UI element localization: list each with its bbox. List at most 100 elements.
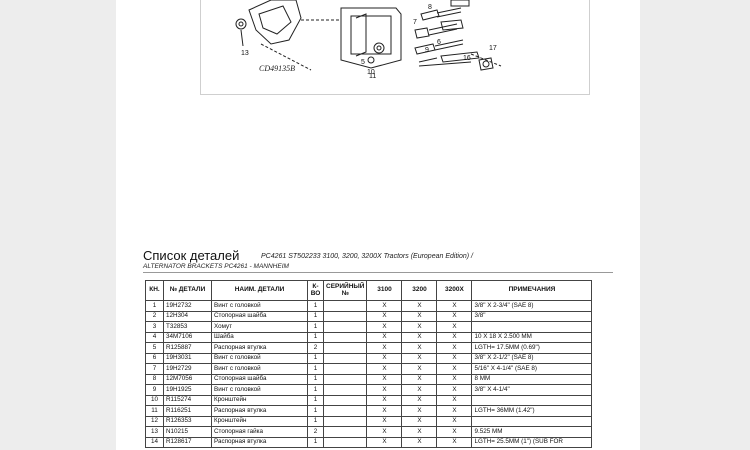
callout-7: 7: [413, 19, 417, 26]
cell-part-name: Стопорная гайка: [211, 426, 308, 438]
exploded-view-illustration: 13 11 8 7 6 5 10 9 16 17 CD49135B: [200, 0, 590, 95]
cell-quantity: 1: [307, 415, 324, 427]
cell-3200x: X: [436, 352, 473, 364]
cell-3100: X: [366, 436, 403, 448]
cell-quantity: 1: [307, 310, 324, 322]
cell-3200x: X: [436, 394, 473, 406]
table-row: 8 12M7056 Стопорная шайба 1 X X X 8 MM: [145, 373, 593, 385]
cell-3200x: X: [436, 384, 473, 396]
cell-serial: [322, 415, 368, 427]
table-row: 13 N10215 Стопорная гайка 2 X X X 9.525 …: [145, 426, 593, 438]
cell-3100: X: [366, 310, 403, 322]
cell-part-number: R125887: [163, 342, 212, 354]
cell-part-number: 19H1925: [163, 384, 212, 396]
cell-3200x: X: [436, 321, 473, 333]
callout-5: 5: [361, 59, 365, 66]
cell-3200: X: [401, 321, 438, 333]
table-row: 4 34M7106 Шайба 1 X X X 10 X 18 X 2.500 …: [145, 331, 593, 343]
table-row: 2 12H304 Стопорная шайба 1 X X X 3/8": [145, 310, 593, 322]
cell-part-number: R115274: [163, 394, 212, 406]
cell-serial: [322, 384, 368, 396]
cell-index: 4: [145, 331, 164, 343]
cell-3100: X: [366, 384, 403, 396]
cell-part-number: 12M7056: [163, 373, 212, 385]
cell-3100: X: [366, 342, 403, 354]
cell-part-name: Винт с головкой: [211, 384, 308, 396]
cell-quantity: 2: [307, 342, 324, 354]
table-row: 11 R116251 Распорная втулка 1 X X X LGTH…: [145, 405, 593, 417]
cell-notes: 9.525 MM: [471, 426, 593, 438]
cell-serial: [322, 310, 368, 322]
col-header-3200x: 3200X: [436, 280, 473, 301]
cell-quantity: 1: [307, 436, 324, 448]
cell-quantity: 1: [307, 352, 324, 364]
cell-quantity: 1: [307, 363, 324, 375]
table-row: 7 19H2729 Винт с головкой 1 X X X 5/16" …: [145, 363, 593, 375]
cell-serial: [322, 426, 368, 438]
callout-6: 6: [437, 39, 441, 46]
cell-serial: [322, 342, 368, 354]
cell-index: 1: [145, 300, 164, 312]
cell-part-name: Винт с головкой: [211, 300, 308, 312]
callout-13: 13: [241, 50, 249, 57]
cell-3200x: X: [436, 436, 473, 448]
cell-3200: X: [401, 331, 438, 343]
cell-index: 2: [145, 310, 164, 322]
callout-11: 11: [369, 73, 376, 80]
cell-notes: 3/8" X 2-1/2" (SAE 8): [471, 352, 593, 364]
cell-index: 11: [145, 405, 164, 417]
cell-quantity: 1: [307, 373, 324, 385]
col-header-quantity: К-ВО: [307, 280, 324, 301]
cell-3200x: X: [436, 310, 473, 322]
cell-3200x: X: [436, 342, 473, 354]
table-row: 1 19H2732 Винт с головкой 1 X X X 3/8" X…: [145, 300, 593, 312]
cell-part-name: Кронштейн: [211, 394, 308, 406]
cell-3100: X: [366, 363, 403, 375]
table-row: 5 R125887 Распорная втулка 2 X X X LGTH=…: [145, 342, 593, 354]
cell-serial: [322, 321, 368, 333]
col-header-serial-number: СЕРИЙНЫЙ №: [322, 280, 368, 301]
cell-3200x: X: [436, 331, 473, 343]
callout-17: 17: [489, 45, 497, 52]
cell-part-number: T32853: [163, 321, 212, 333]
cell-3100: X: [366, 426, 403, 438]
cell-serial: [322, 352, 368, 364]
cell-notes: LGTH= 25.5MM (1") (SUB FOR: [471, 436, 593, 448]
page-subtitle: PC4261 ST502233 3100, 3200, 3200X Tracto…: [261, 253, 473, 260]
cell-part-number: R116251: [163, 405, 212, 417]
table-row: 3 T32853 Хомут 1 X X X: [145, 321, 593, 333]
cell-index: 9: [145, 384, 164, 396]
table-row: 10 R115274 Кронштейн 1 X X X: [145, 394, 593, 406]
cell-part-number: R126353: [163, 415, 212, 427]
cell-3200: X: [401, 373, 438, 385]
callout-10: 10: [367, 69, 375, 76]
cell-3200: X: [401, 426, 438, 438]
cell-notes: 10 X 18 X 2.500 MM: [471, 331, 593, 343]
cell-quantity: 1: [307, 300, 324, 312]
col-header-3100: 3100: [366, 280, 403, 301]
cell-3200x: X: [436, 405, 473, 417]
cell-notes: LGTH= 17.5MM (0.69"): [471, 342, 593, 354]
right-margin-panel: [640, 0, 750, 450]
exploded-view-drawing: 13 11 8 7 6 5 10 9 16 17: [235, 0, 502, 80]
cell-part-name: Распорная втулка: [211, 342, 308, 354]
cell-index: 6: [145, 352, 164, 364]
cell-part-name: Стопорная шайба: [211, 310, 308, 322]
cell-index: 13: [145, 426, 164, 438]
cell-notes: 3/8" X 2-3/4" (SAE 8): [471, 300, 593, 312]
cell-3200x: X: [436, 363, 473, 375]
col-header-notes: ПРИМЕЧАНИЯ: [471, 280, 593, 301]
cell-index: 8: [145, 373, 164, 385]
cell-part-number: N10215: [163, 426, 212, 438]
col-header-part-number: № ДЕТАЛИ: [163, 280, 212, 301]
cell-index: 7: [145, 363, 164, 375]
cell-3200x: X: [436, 426, 473, 438]
cell-part-name: Распорная втулка: [211, 405, 308, 417]
cell-3200: X: [401, 363, 438, 375]
cell-notes: 8 MM: [471, 373, 593, 385]
table-row: 14 R128617 Распорная втулка 1 X X X LGTH…: [145, 436, 593, 448]
cell-notes: LGTH= 36MM (1.42"): [471, 405, 593, 417]
drawing-code: CD49135B: [259, 64, 295, 73]
cell-index: 10: [145, 394, 164, 406]
table-header-row: КН. № ДЕТАЛИ НАИМ. ДЕТАЛИ К-ВО СЕРИЙНЫЙ …: [145, 280, 593, 301]
